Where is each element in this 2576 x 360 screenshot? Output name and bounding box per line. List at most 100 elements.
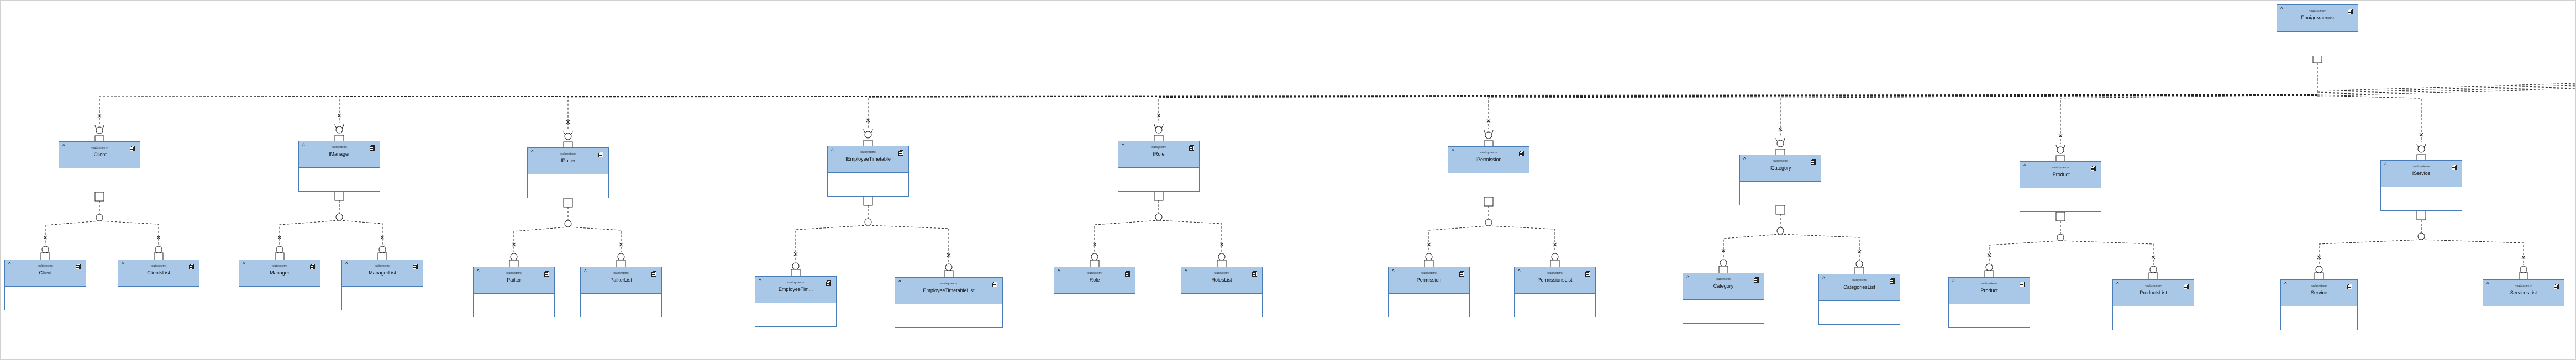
collapse-caret-icon[interactable]: ^ (1952, 279, 1955, 285)
component-pailter[interactable]: ^«subsystem»Pailter (473, 267, 555, 317)
component-irole[interactable]: ^«subsystem»IRole (1118, 141, 1200, 192)
component-header: ^«subsystem»Product (1949, 278, 2030, 304)
collapse-caret-icon[interactable]: ^ (2116, 282, 2119, 288)
collapse-caret-icon[interactable]: ^ (2384, 162, 2387, 168)
component-categorieslist[interactable]: ^«subsystem»CategoriesList (1818, 274, 1900, 325)
bottom-port-irole (1154, 191, 1164, 201)
collapse-caret-icon[interactable]: ^ (243, 262, 245, 268)
right-cross-ipalter (619, 242, 623, 247)
component-managerlist[interactable]: ^«subsystem»ManagerList (341, 260, 423, 310)
right-lollipop-ipermission (1551, 253, 1559, 261)
split-lollipop-icategory (1776, 227, 1784, 235)
component-name: IRole (1153, 151, 1165, 157)
component-header: ^«subsystem»IClient (59, 142, 140, 168)
bottom-port-icategory (1775, 205, 1785, 215)
left-lollipop-iservice (2315, 266, 2323, 273)
component-serviceslist[interactable]: ^ «subsystem» ServicesList (2483, 279, 2564, 330)
collapse-caret-icon[interactable]: ^ (345, 262, 348, 268)
collapse-caret-icon[interactable]: ^ (1822, 276, 1825, 282)
component-icon (2020, 282, 2025, 287)
collapse-caret-icon[interactable]: ^ (1392, 269, 1395, 275)
component-body: ^ «subsystem» ServicesList (2483, 279, 2564, 330)
component-product[interactable]: ^«subsystem»Product (1948, 277, 2030, 328)
right-lollipop-iproduct (2149, 266, 2157, 273)
split-lollipop-ipermission (1485, 219, 1492, 226)
component-name: ServicesList (2510, 290, 2537, 295)
collapse-caret-icon[interactable]: ^ (1686, 275, 1689, 281)
collapse-caret-icon[interactable]: ^ (584, 269, 587, 275)
component-manager[interactable]: ^«subsystem»Manager (239, 260, 320, 310)
connectors (40, 54, 2576, 282)
collapse-caret-icon[interactable]: ^ (62, 144, 65, 150)
branch-right-iclient (99, 220, 159, 245)
component-permission[interactable]: ^«subsystem»Permission (1388, 267, 1470, 317)
component-top-povidomlennia[interactable]: ^«subsystem»Повідомлення (2277, 4, 2358, 56)
collapse-caret-icon[interactable]: ^ (1743, 157, 1746, 163)
stereotype-label: «subsystem» (506, 272, 522, 275)
realization-icategory (1778, 127, 1783, 131)
collapse-caret-icon[interactable]: ^ (1185, 269, 1187, 275)
component-category[interactable]: ^«subsystem»Category (1683, 273, 1764, 324)
collapse-caret-icon[interactable]: ^ (1518, 269, 1521, 275)
collapse-caret-icon[interactable]: ^ (531, 150, 534, 156)
component-name: Service (2310, 290, 2327, 295)
link-irole (1158, 94, 2318, 123)
right-lollipop-iclient (155, 246, 162, 253)
collapse-caret-icon[interactable]: ^ (122, 262, 124, 268)
component-pailterlist[interactable]: ^«subsystem»PailterList (580, 267, 662, 317)
collapse-caret-icon[interactable]: ^ (2284, 282, 2287, 288)
collapse-caret-icon[interactable]: ^ (831, 148, 834, 154)
component-iemployeetimetable[interactable]: ^«subsystem»IEmployeeTimetable (827, 146, 909, 197)
component-ipalter[interactable]: ^«subsystem»IPalter (527, 147, 609, 198)
bottom-port-iemployeetimetable (863, 196, 873, 206)
component-body: ^«subsystem»Повідомлення (2277, 4, 2358, 56)
component-roleslist[interactable]: ^«subsystem»RolesList (1181, 267, 1263, 317)
right-cross-iservice (2521, 255, 2526, 260)
stereotype-label: «subsystem» (2515, 284, 2532, 288)
left-cross-iservice (2317, 255, 2321, 260)
component-header: ^«subsystem»RolesList (1181, 267, 1262, 294)
component-ipermission[interactable]: ^«subsystem»IPermission (1448, 146, 1529, 197)
branch-left-iclient (45, 220, 100, 245)
link-icategory (1780, 94, 2318, 137)
component-employeetim[interactable]: ^«subsystem»EmployeeTim... (755, 276, 837, 327)
collapse-caret-icon[interactable]: ^ (2023, 163, 2026, 170)
right-cross-icategory (1857, 250, 1862, 254)
right-lollipop-icategory (1855, 260, 1863, 268)
component-iclient[interactable]: ^«subsystem»IClient (59, 141, 140, 192)
component-permissionslist[interactable]: ^«subsystem»PermissionsList (1514, 267, 1596, 317)
collapse-caret-icon[interactable]: ^ (1122, 143, 1124, 149)
component-role[interactable]: ^«subsystem»Role (1054, 267, 1135, 317)
component-service[interactable]: ^«subsystem»Service (2280, 279, 2358, 330)
component-body: ^«subsystem»IManager (298, 141, 380, 192)
collapse-caret-icon[interactable]: ^ (302, 143, 305, 149)
collapse-caret-icon[interactable]: ^ (8, 262, 11, 268)
component-icon (1585, 271, 1590, 277)
component-icon (544, 271, 549, 277)
collapse-caret-icon[interactable]: ^ (1452, 149, 1454, 155)
bottom-port-iproduct (2055, 211, 2065, 221)
component-clientslist[interactable]: ^«subsystem»ClientsList (118, 260, 199, 310)
component-imanager[interactable]: ^«subsystem»IManager (298, 141, 380, 192)
component-productslist[interactable]: ^«subsystem»ProductsList (2112, 279, 2194, 330)
collapse-caret-icon[interactable]: ^ (2486, 282, 2489, 288)
lollipop-ipalter (564, 133, 572, 140)
component-iservice[interactable]: ^«subsystem»IService (2380, 160, 2462, 211)
component-body: ^«subsystem»Client (4, 260, 86, 310)
component-name: RolesList (1211, 277, 1232, 283)
component-name: Role (1089, 277, 1100, 283)
component-icon (1125, 271, 1130, 277)
component-employeetimetablelist[interactable]: ^«subsystem»EmployeeTimetableList (895, 277, 1003, 328)
collapse-caret-icon[interactable]: ^ (2280, 7, 2283, 13)
collapse-caret-icon[interactable]: ^ (477, 269, 480, 275)
component-icategory[interactable]: ^«subsystem»ICategory (1739, 155, 1821, 205)
component-iproduct[interactable]: ^«subsystem»IProduct (2020, 161, 2101, 212)
component-client[interactable]: ^«subsystem»Client (4, 260, 86, 310)
collapse-caret-icon[interactable]: ^ (759, 278, 761, 284)
collapse-caret-icon[interactable]: ^ (1058, 269, 1060, 275)
collapse-caret-icon[interactable]: ^ (898, 279, 901, 285)
component-name: ICategory (1769, 165, 1791, 171)
branch-right-ipermission (1488, 225, 1555, 252)
branch-right-iproduct (2060, 240, 2154, 265)
component-header: ^«subsystem»IPermission (1448, 147, 1529, 173)
